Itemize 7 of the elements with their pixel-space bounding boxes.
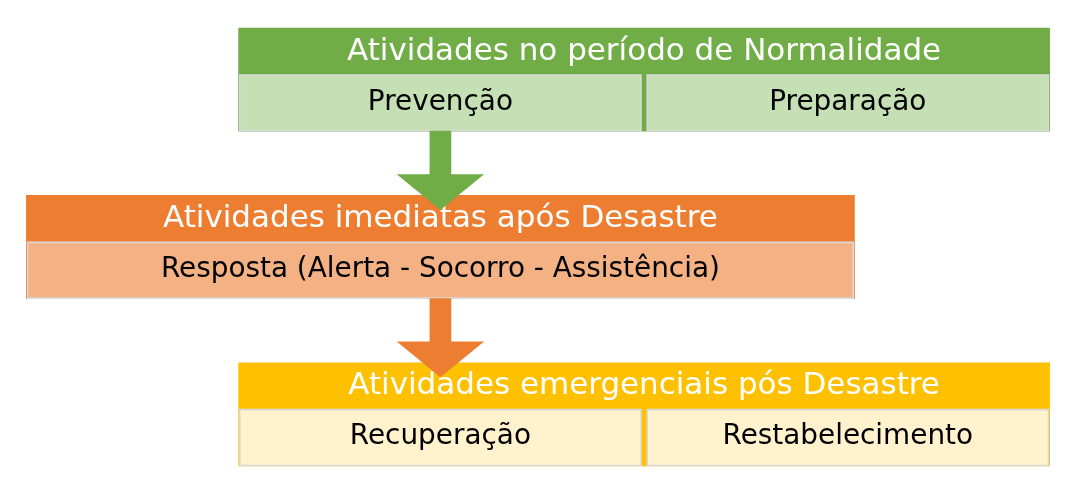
node-box: Prevenção — [239, 73, 642, 132]
arrow — [396, 297, 485, 377]
node-box: Recuperação — [239, 408, 642, 466]
node-box: Restabelecimento — [646, 408, 1050, 466]
node-box: Resposta (Alerta - Socorro - Assistência) — [26, 241, 854, 299]
arrow — [396, 130, 485, 210]
node-box: Preparação — [646, 73, 1050, 132]
